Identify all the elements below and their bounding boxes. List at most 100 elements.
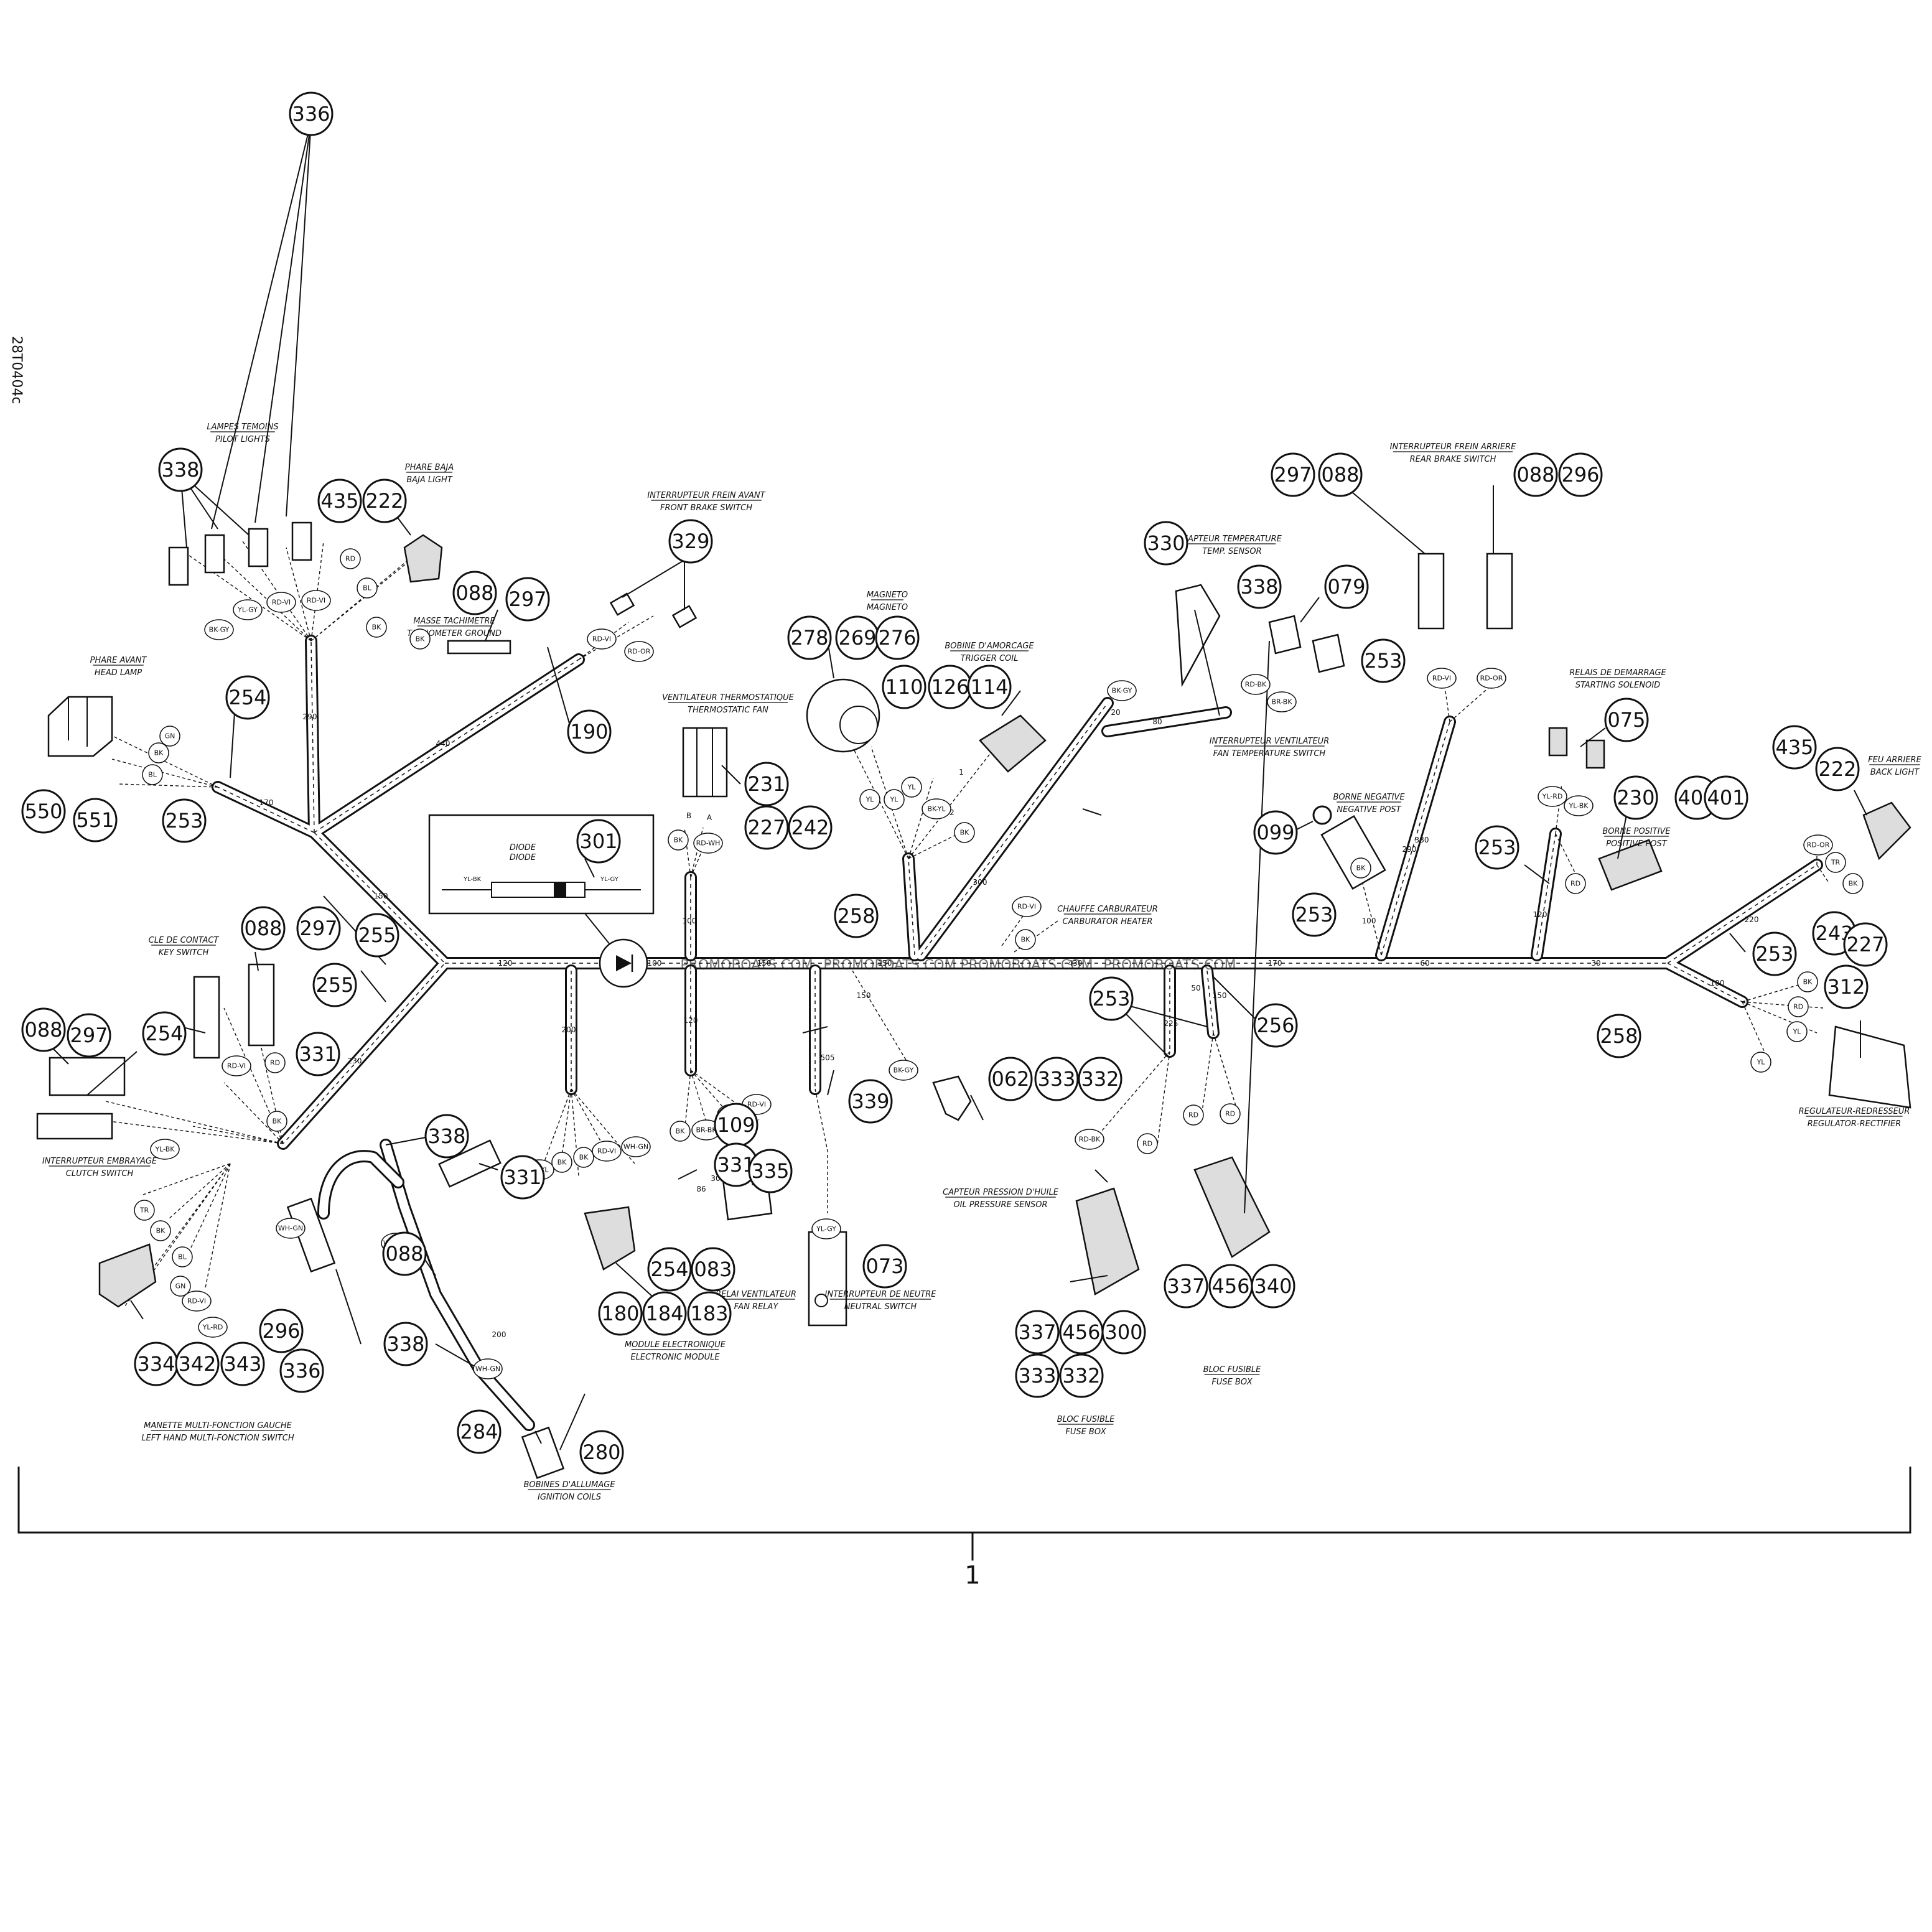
callout-bubble: 088: [452, 571, 497, 615]
wire-color-tag: BK: [551, 1152, 572, 1173]
electronic-module-connector: [584, 1206, 636, 1271]
segment-length: 100: [648, 959, 662, 968]
callout-bubble: 083: [691, 1247, 735, 1292]
wire-color-tag: YL-GY: [811, 1218, 841, 1239]
callout-bubble: 333: [1034, 1057, 1079, 1101]
wire-color-tag: RD: [340, 548, 361, 569]
segment-length: 290: [1402, 845, 1417, 854]
label-fr: CHAUFFE CARBURATEUR: [1057, 905, 1158, 914]
wire-color-tag: WH-GN: [473, 1358, 503, 1379]
wire-color-tag: RD-OR: [1477, 668, 1506, 689]
wire-color-code: TR: [1831, 859, 1841, 867]
wire-color-tag: BK: [1797, 971, 1818, 992]
part-number: 335: [751, 1159, 789, 1183]
label-en: HEAD LAMP: [95, 668, 142, 678]
part-number: 435: [1775, 735, 1813, 759]
wire-color-code: BK: [372, 623, 382, 632]
back-light-connector: [1862, 801, 1911, 861]
wire-color-tag: RD: [264, 1052, 286, 1073]
components: [36, 521, 1911, 1480]
label-fr: BOBINE D'AMORCAGE: [945, 642, 1034, 651]
callout-bubble: 088: [241, 906, 286, 951]
part-number: 336: [292, 102, 330, 126]
wire-color-tag: YL-BK: [1564, 795, 1594, 816]
part-number: 253: [1295, 903, 1333, 926]
wire-color-code: YL-BK: [1569, 802, 1589, 810]
label-fr: CAPTEUR TEMPERATURE: [1182, 534, 1282, 544]
wire-color-tag: BK-YL: [922, 798, 951, 819]
wire-color-tag: RD-BK: [1075, 1129, 1104, 1150]
label-fr: BORNE POSITIVE: [1602, 827, 1671, 836]
label-en: CARBURATOR HEATER: [1063, 917, 1153, 926]
part-number: 332: [1062, 1364, 1100, 1388]
part-number: 334: [137, 1352, 175, 1376]
segment-length: 170: [1268, 959, 1282, 968]
part-number: 253: [165, 809, 203, 833]
wire-color-code: YL: [890, 796, 899, 804]
wire-color-tag: YL: [1786, 1021, 1808, 1042]
part-number: 331: [503, 1165, 541, 1189]
part-number: 258: [837, 904, 875, 928]
callout-bubble: 062: [988, 1057, 1033, 1101]
wire-color-tag: BR-BK: [1267, 691, 1297, 712]
neutral-switch: [808, 1231, 847, 1327]
callout-bubble: 256: [1253, 1003, 1298, 1048]
callout-bubble: 088: [1318, 452, 1363, 497]
fuse-box-right: [1193, 1156, 1271, 1258]
part-number: 242: [791, 816, 829, 839]
callout-bubble: 227: [744, 805, 789, 850]
wire-color-tag: BK: [366, 617, 387, 638]
callout-bubble: 331: [296, 1032, 340, 1076]
part-number: 330: [1147, 531, 1185, 555]
segment-length: 300: [973, 878, 987, 887]
negative-post-terminal: [1312, 805, 1386, 890]
part-number: 456: [1211, 1274, 1249, 1298]
callout-bubble: 336: [279, 1348, 324, 1393]
pilot-light-sockets: [168, 521, 312, 586]
part-number: 126: [931, 675, 969, 699]
wire-color-code: BK-YL: [927, 805, 946, 813]
callout-bubble: 276: [875, 615, 920, 660]
callout-bubble: 253: [1475, 825, 1519, 870]
wire-color-code: WH-GN: [475, 1365, 500, 1373]
wire-color-tag: RD-OR: [624, 641, 654, 662]
wire-color-tag: RD-VI: [266, 592, 296, 613]
part-number: 342: [178, 1352, 216, 1376]
callout-bubble: 269: [835, 615, 880, 660]
segment-length: 120: [684, 1016, 698, 1025]
wire-color-tag: BK-GY: [1107, 680, 1137, 701]
callout-bubble: 550: [21, 789, 66, 834]
callout-bubble: 253: [1292, 892, 1337, 937]
label-fr: RELAI VENTILATEUR: [716, 1290, 796, 1299]
label-en: BACK LIGHT: [1870, 768, 1920, 777]
wire-color-code: RD: [1225, 1110, 1235, 1118]
wire-color-code: BK: [273, 1118, 282, 1126]
part-number: 269: [838, 626, 876, 650]
front-brake-switch: [609, 592, 698, 628]
wire-color-tag: BK: [954, 822, 975, 843]
callout-bubble: 254: [142, 1011, 187, 1056]
pin-mark: 2: [950, 808, 954, 817]
label-fr: INTERRUPTEUR FREIN ARRIERE: [1390, 442, 1516, 452]
callout-bubble: 222: [362, 478, 407, 523]
segment-length: 200: [492, 1330, 506, 1339]
label-fr: MAGNETO: [867, 590, 908, 600]
part-number: 258: [1600, 1024, 1638, 1048]
part-number: 338: [161, 458, 199, 482]
wire-color-tag: YL: [1750, 1052, 1771, 1073]
part-number: 088: [24, 1018, 62, 1042]
callout-bubble: 456: [1208, 1264, 1253, 1309]
thermostatic-fan-connector: [682, 727, 728, 798]
part-number: 296: [1561, 463, 1599, 487]
wire-color-tag: YL: [859, 789, 880, 810]
